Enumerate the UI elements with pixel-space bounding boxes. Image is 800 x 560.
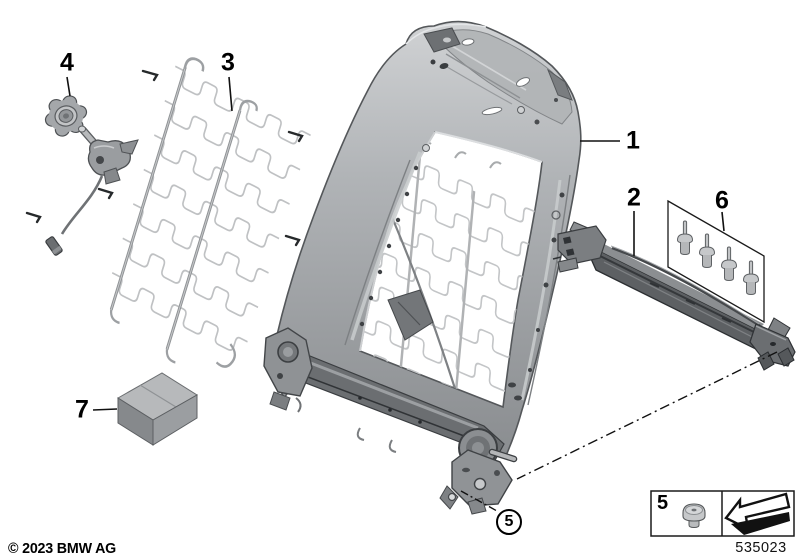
lumbar-adjuster: [44, 95, 139, 256]
repair-kit-box: [117, 372, 198, 446]
direction-arrow-icon: [724, 492, 791, 535]
cable-end: [45, 236, 63, 256]
callout-7[interactable]: 7: [75, 395, 89, 424]
left-foot-bracket: [263, 327, 313, 413]
diagram-part-number: 535023: [735, 540, 787, 556]
right-foot-recliner: [439, 428, 518, 515]
rivet-box: [667, 199, 765, 324]
grommet-part: [682, 503, 706, 529]
leader-lines: [66, 76, 725, 411]
rivet-set: [667, 199, 765, 324]
callout-6[interactable]: 6: [715, 186, 729, 215]
copyright-notice: © 2023 BMW AG: [8, 540, 117, 557]
callout-4[interactable]: 4: [60, 48, 74, 77]
rivets: [676, 220, 760, 296]
legend-box: [650, 490, 795, 537]
legend-item-number: 5: [657, 492, 669, 514]
spring-mat: [25, 57, 312, 368]
callout-1[interactable]: 1: [626, 126, 640, 155]
callout-2[interactable]: 2: [627, 183, 641, 212]
cross-member-right-end: [749, 317, 796, 371]
rail-holes: [359, 165, 565, 401]
callout-3[interactable]: 3: [221, 48, 235, 77]
callout-5-circled[interactable]: 5: [496, 509, 522, 535]
top-crossmember-panel: [423, 27, 573, 125]
assembly-reference-lines: [460, 351, 778, 512]
lower-crossbar: [295, 355, 505, 463]
cross-member-left-bracket: [552, 221, 607, 273]
cross-member: [552, 221, 796, 371]
backrest-frame: [263, 20, 582, 515]
